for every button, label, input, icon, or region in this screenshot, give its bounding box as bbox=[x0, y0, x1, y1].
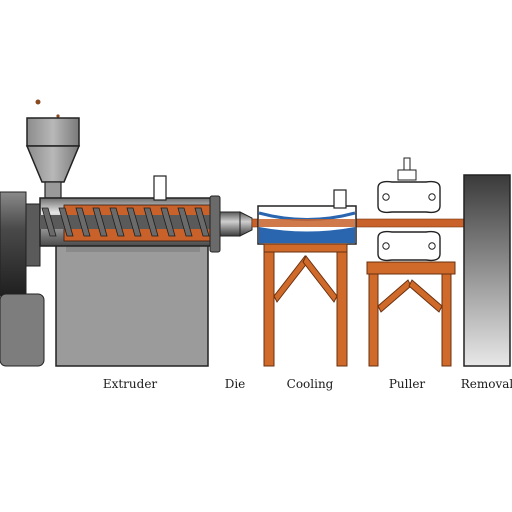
screw-flight bbox=[109, 207, 125, 237]
puller bbox=[377, 157, 441, 262]
cooling-tank bbox=[257, 189, 357, 245]
extruder-body bbox=[55, 235, 209, 367]
removal-unit bbox=[463, 174, 511, 367]
hopper bbox=[25, 99, 81, 199]
screw-flight bbox=[41, 207, 57, 237]
screw-flight bbox=[177, 207, 193, 237]
screw-flight bbox=[126, 207, 142, 237]
drive-motor bbox=[0, 191, 45, 367]
screw-flight bbox=[92, 207, 108, 237]
removal-label: Removal bbox=[460, 377, 512, 391]
screw-flight bbox=[75, 207, 91, 237]
die-label: Die bbox=[224, 377, 246, 391]
screw-flight bbox=[160, 207, 176, 237]
puller-label: Puller bbox=[388, 377, 426, 391]
cooling-label: Cooling bbox=[286, 377, 334, 391]
puller-stand bbox=[366, 261, 456, 367]
screw-flight bbox=[194, 207, 210, 237]
screw-flight bbox=[143, 207, 159, 237]
cooling-stand bbox=[263, 243, 348, 367]
screw-flight bbox=[58, 207, 74, 237]
die bbox=[209, 195, 253, 253]
extruder-screw bbox=[40, 207, 212, 237]
extruder-label: Extruder bbox=[102, 377, 158, 391]
